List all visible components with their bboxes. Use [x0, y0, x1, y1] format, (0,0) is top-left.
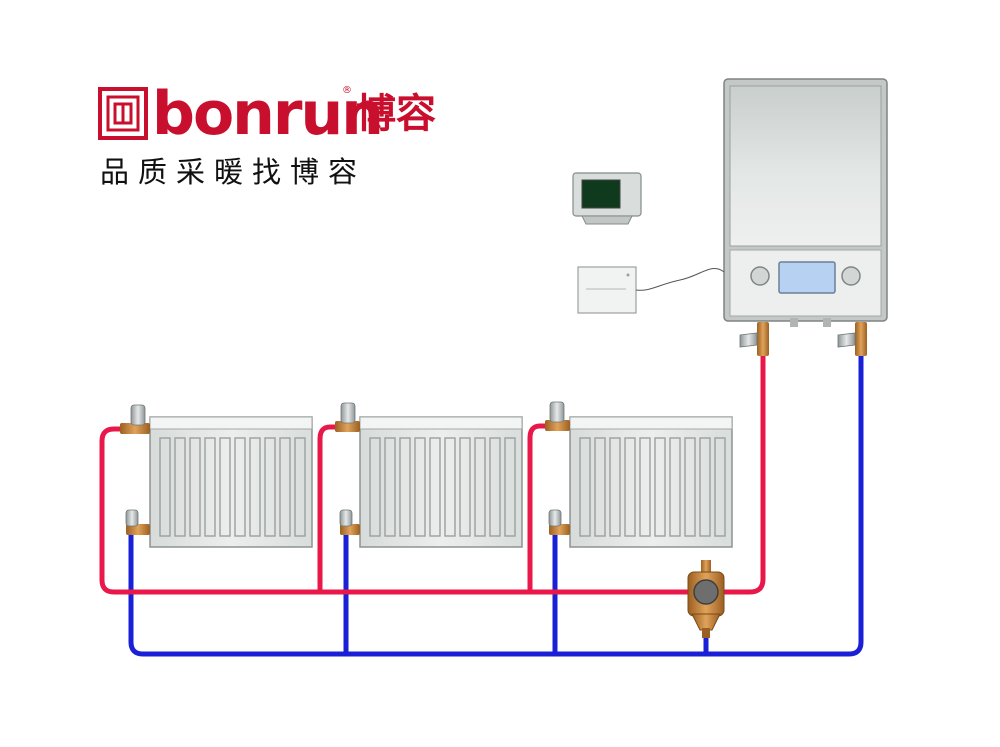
radiator-1	[149, 416, 313, 548]
wall-hung-boiler	[723, 78, 888, 327]
wireless-receiver-icon	[577, 266, 637, 314]
control-cable	[635, 267, 725, 291]
brand-name-cn: 博容	[356, 91, 436, 137]
radiator-3	[569, 416, 733, 548]
radiator-valve-icon	[120, 401, 570, 434]
brand-slogan: 品质采暖找博容	[100, 155, 367, 189]
supply-pipe	[99, 342, 766, 595]
brand-name-en: bonrun	[152, 79, 384, 149]
boiler-valve-icon	[739, 322, 867, 356]
lockshield-valve-icon	[125, 509, 570, 535]
magnetic-filter-icon	[687, 560, 725, 638]
radiator-2	[359, 416, 523, 548]
room-thermostat-icon	[572, 172, 642, 225]
registered-mark: ®	[342, 85, 352, 96]
logo-mark-icon	[98, 87, 148, 140]
